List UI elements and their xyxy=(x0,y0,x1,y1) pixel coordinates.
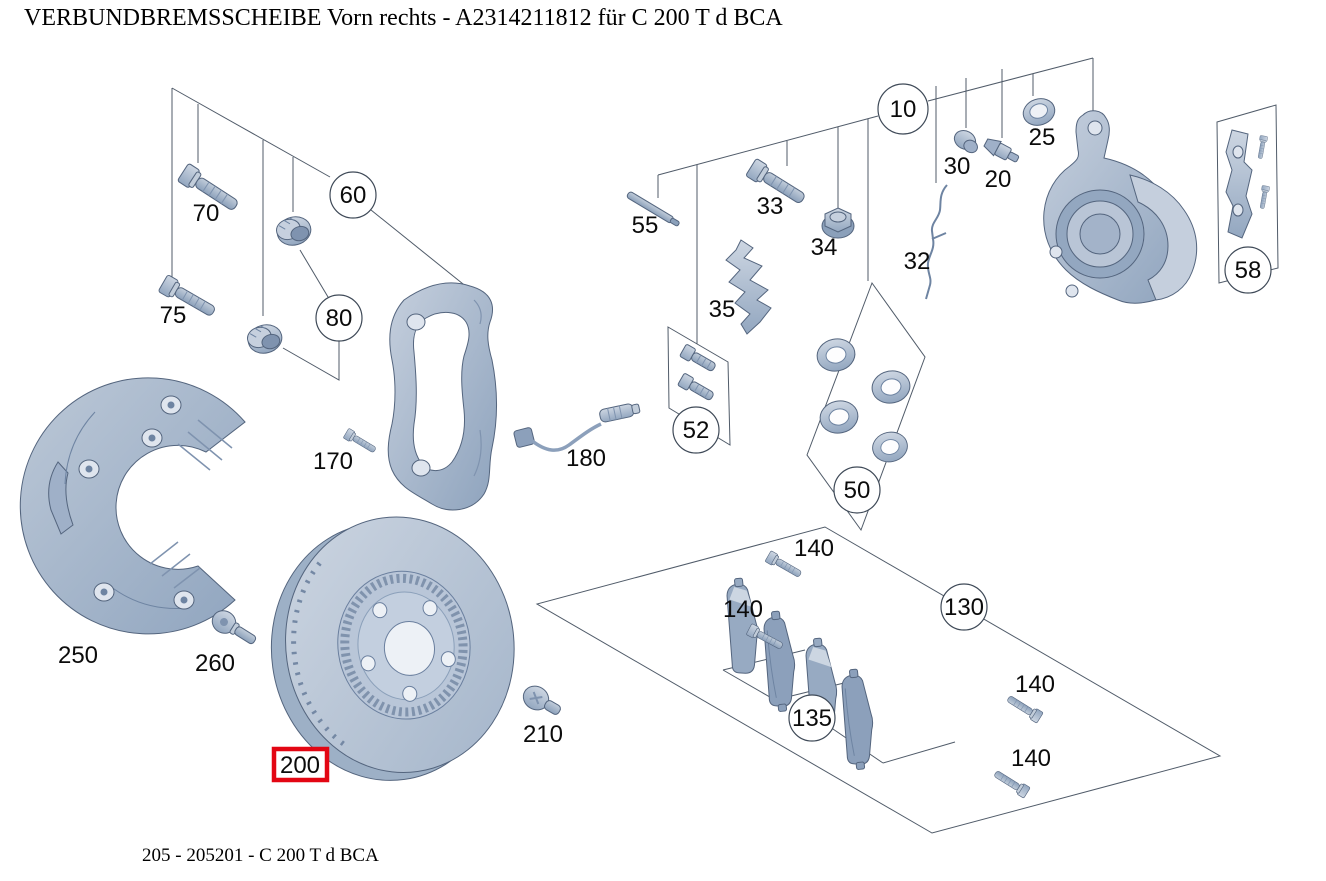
part-bolt-140-d[interactable] xyxy=(991,767,1031,799)
page-title: VERBUNDBREMSSCHEIBE Vorn rechts - A23142… xyxy=(24,5,783,31)
callout-circle-50[interactable]: 50 xyxy=(833,466,881,514)
part-screw-260[interactable] xyxy=(208,606,260,650)
svg-text:135: 135 xyxy=(792,705,832,732)
box-58 xyxy=(1216,104,1279,284)
callout-70[interactable]: 70 xyxy=(193,200,220,227)
part-caliper-bracket[interactable] xyxy=(387,282,497,511)
callout-140-b[interactable]: 140 xyxy=(723,596,763,623)
callout-200-highlighted[interactable]: 200 xyxy=(271,746,330,783)
svg-text:10: 10 xyxy=(890,96,917,123)
part-screw-210[interactable] xyxy=(519,682,565,722)
callout-210[interactable]: 210 xyxy=(523,721,563,748)
callout-circle-10[interactable]: 10 xyxy=(877,83,929,135)
callout-circle-60[interactable]: 60 xyxy=(329,171,377,219)
svg-text:130: 130 xyxy=(944,594,984,621)
part-spring-clip-35[interactable] xyxy=(725,239,772,335)
box-50 xyxy=(806,281,926,532)
part-guide-bushing-upper[interactable] xyxy=(273,212,315,250)
callout-circle-80[interactable]: 80 xyxy=(315,294,363,342)
callout-55[interactable]: 55 xyxy=(632,212,659,239)
leader-lines xyxy=(171,57,1094,381)
callout-140-d[interactable]: 140 xyxy=(1011,745,1051,772)
callout-33[interactable]: 33 xyxy=(757,193,784,220)
svg-text:52: 52 xyxy=(683,417,710,444)
callout-34[interactable]: 34 xyxy=(811,234,838,261)
callout-circle-52[interactable]: 52 xyxy=(672,406,720,454)
callout-200[interactable]: 200 xyxy=(280,752,320,779)
callout-250[interactable]: 250 xyxy=(58,642,98,669)
part-caliper-housing[interactable] xyxy=(1043,110,1198,304)
parts-layer xyxy=(19,95,1270,799)
part-bleeder-valve-20[interactable] xyxy=(982,135,1021,166)
callout-30[interactable]: 30 xyxy=(944,153,971,180)
callout-32[interactable]: 32 xyxy=(904,248,931,275)
part-cap-30[interactable] xyxy=(951,127,982,155)
part-splash-shield-250[interactable] xyxy=(19,377,246,635)
part-brake-disc-200[interactable] xyxy=(254,502,531,795)
circled-callouts: 60 80 10 58 52 50 130 135 xyxy=(315,83,1272,742)
callout-circle-58[interactable]: 58 xyxy=(1224,246,1272,294)
part-guide-bushing-lower[interactable] xyxy=(244,320,286,358)
part-wear-sensor-180[interactable] xyxy=(513,402,641,452)
plain-callouts: 70 75 170 180 55 33 34 35 32 30 20 25 25… xyxy=(58,124,1055,772)
callout-170[interactable]: 170 xyxy=(313,448,353,475)
box-130 xyxy=(535,526,1222,834)
callout-75[interactable]: 75 xyxy=(160,302,187,329)
callout-140-c[interactable]: 140 xyxy=(1015,671,1055,698)
part-bolt-34[interactable] xyxy=(821,207,855,239)
box-52 xyxy=(667,326,731,446)
callout-circle-135[interactable]: 135 xyxy=(788,694,836,742)
callout-35[interactable]: 35 xyxy=(709,296,736,323)
part-ring-25[interactable] xyxy=(1020,95,1058,130)
svg-text:80: 80 xyxy=(326,305,353,332)
svg-text:60: 60 xyxy=(340,182,367,209)
part-wire-spring-32[interactable] xyxy=(925,184,948,300)
callout-25[interactable]: 25 xyxy=(1029,124,1056,151)
box-135-steps xyxy=(722,649,956,764)
callout-260[interactable]: 260 xyxy=(195,650,235,677)
part-pin-55[interactable] xyxy=(626,191,680,227)
model-caption: 205 - 205201 - C 200 T d BCA xyxy=(142,845,379,866)
svg-text:50: 50 xyxy=(844,477,871,504)
callout-circle-130[interactable]: 130 xyxy=(940,583,988,631)
callout-180[interactable]: 180 xyxy=(566,445,606,472)
callout-140-a[interactable]: 140 xyxy=(794,535,834,562)
svg-text:58: 58 xyxy=(1235,257,1262,284)
part-seal-kit-50[interactable] xyxy=(813,334,914,466)
part-pad-retainer-58[interactable] xyxy=(1225,129,1270,239)
part-brake-pad-inner-1[interactable] xyxy=(759,609,800,713)
callout-20[interactable]: 20 xyxy=(985,166,1012,193)
